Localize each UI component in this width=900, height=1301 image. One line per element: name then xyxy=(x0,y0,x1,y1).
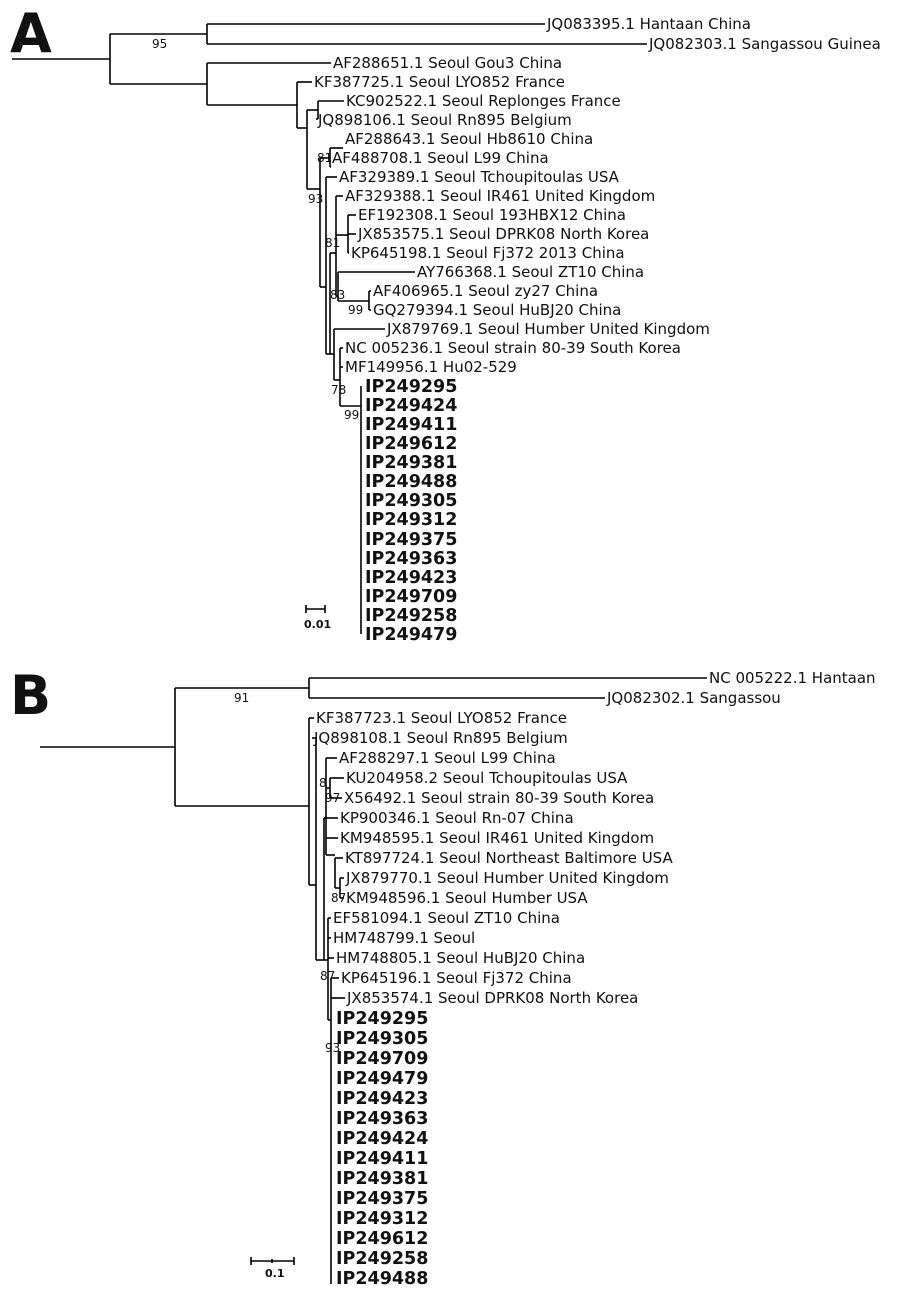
bootstrap-value: 81 xyxy=(325,236,340,250)
bootstrap-value: 87 xyxy=(331,891,346,905)
bootstrap-value: 78 xyxy=(331,383,346,397)
tip-label: JX879769.1 Seoul Humber United Kingdom xyxy=(386,320,710,338)
tip-label: AY766368.1 Seoul ZT10 China xyxy=(417,263,644,281)
study-tip-label: IP249305 xyxy=(365,491,457,511)
tip-label: X56492.1 Seoul strain 80-39 South Korea xyxy=(344,789,654,807)
study-tip-label: IP249375 xyxy=(336,1189,428,1209)
scale-bar-b: 0.1 xyxy=(250,1257,295,1280)
study-tip-label: IP249295 xyxy=(336,1009,428,1029)
study-tip-label: IP249363 xyxy=(365,549,457,569)
tree-a-study-tips: IP249295 IP249424 IP249411 IP249612 IP24… xyxy=(365,377,457,645)
tip-label: JQ898106.1 Seoul Rn895 Belgium xyxy=(317,111,572,129)
study-tip-label: IP249424 xyxy=(365,396,457,416)
tree-b-tips: NC 005222.1 Hantaan JQ082302.1 Sangassou… xyxy=(313,669,876,1007)
tip-label: AF406965.1 Seoul zy27 China xyxy=(373,282,598,300)
study-tip-label: IP249295 xyxy=(365,377,457,397)
tree-b-bootstrap: 91 8 97 87 87 93 xyxy=(234,691,346,1055)
bootstrap-value: 93 xyxy=(308,192,323,206)
panel-b: B xyxy=(10,664,876,1289)
study-tip-label: IP249423 xyxy=(365,568,457,588)
tree-a-bootstrap: 95 81 93 81 83 99 78 99 xyxy=(152,37,363,422)
tip-label: JX853574.1 Seoul DPRK08 North Korea xyxy=(346,989,638,1007)
tip-label: KM948595.1 Seoul IR461 United Kingdom xyxy=(340,829,654,847)
study-tip-label: IP249479 xyxy=(336,1069,428,1089)
bootstrap-value: 83 xyxy=(330,288,345,302)
tip-label: JQ082303.1 Sangassou Guinea xyxy=(648,35,881,53)
study-tip-label: IP249709 xyxy=(365,587,457,607)
tip-label: JQ083395.1 Hantaan China xyxy=(546,15,751,33)
tip-label: GQ279394.1 Seoul HuBJ20 China xyxy=(373,301,621,319)
tree-a-branches xyxy=(12,23,647,634)
tip-label: KU204958.2 Seoul Tchoupitoulas USA xyxy=(346,769,628,787)
study-tip-label: IP249375 xyxy=(365,530,457,550)
study-tip-label: IP249612 xyxy=(336,1229,428,1249)
tree-b-branches xyxy=(40,677,707,1284)
study-tip-label: IP249612 xyxy=(365,434,457,454)
bootstrap-value: 8 xyxy=(319,776,327,790)
tip-label: HM748799.1 Seoul xyxy=(333,929,475,947)
bootstrap-value: 95 xyxy=(152,37,167,51)
study-tip-label: IP249709 xyxy=(336,1049,428,1069)
scale-bar-a: 0.01 xyxy=(304,605,331,631)
tip-label: AF488708.1 Seoul L99 China xyxy=(332,149,549,167)
tree-b-study-tips: IP249295 IP249305 IP249709 IP249479 IP24… xyxy=(336,1009,428,1289)
bootstrap-value: 81 xyxy=(317,151,332,165)
study-tip-label: IP249363 xyxy=(336,1109,428,1129)
tip-label: AF288643.1 Seoul Hb8610 China xyxy=(345,130,593,148)
tip-label: KP900346.1 Seoul Rn-07 China xyxy=(340,809,574,827)
study-tip-label: IP249423 xyxy=(336,1089,428,1109)
tip-label: EF581094.1 Seoul ZT10 China xyxy=(333,909,560,927)
bootstrap-value: 93 xyxy=(325,1041,340,1055)
tip-label: AF288651.1 Seoul Gou3 China xyxy=(333,54,562,72)
study-tip-label: IP249312 xyxy=(365,510,457,530)
tip-label: KF387723.1 Seoul LYO852 France xyxy=(316,709,567,727)
tip-label: KP645196.1 Seoul Fj372 China xyxy=(341,969,572,987)
study-tip-label: IP249381 xyxy=(336,1169,428,1189)
scale-bar-label: 0.01 xyxy=(304,618,331,631)
panel-a: A xyxy=(10,2,881,645)
study-tip-label: IP249424 xyxy=(336,1129,428,1149)
study-tip-label: IP249305 xyxy=(336,1029,428,1049)
tip-label: JQ898108.1 Seoul Rn895 Belgium xyxy=(313,729,568,747)
study-tip-label: IP249488 xyxy=(365,472,457,492)
tip-label: MF149956.1 Hu02-529 xyxy=(345,358,517,376)
tip-label: KM948596.1 Seoul Humber USA xyxy=(346,889,588,907)
tip-label: NC 005236.1 Seoul strain 80-39 South Kor… xyxy=(345,339,681,357)
study-tip-label: IP249479 xyxy=(365,625,457,645)
study-tip-label: IP249381 xyxy=(365,453,457,473)
study-tip-label: IP249258 xyxy=(336,1249,428,1269)
study-tip-label: IP249411 xyxy=(336,1149,428,1169)
bootstrap-value: 87 xyxy=(320,969,335,983)
study-tip-label: IP249258 xyxy=(365,606,457,626)
bootstrap-value: 97 xyxy=(325,791,340,805)
panel-label-a: A xyxy=(10,2,52,65)
tip-label: KC902522.1 Seoul Replonges France xyxy=(346,92,621,110)
bootstrap-value: 99 xyxy=(348,303,363,317)
study-tip-label: IP249312 xyxy=(336,1209,428,1229)
tip-label: AF288297.1 Seoul L99 China xyxy=(339,749,556,767)
tip-label: AF329388.1 Seoul IR461 United Kingdom xyxy=(345,187,655,205)
tip-label: EF192308.1 Seoul 193HBX12 China xyxy=(358,206,626,224)
tip-label: KF387725.1 Seoul LYO852 France xyxy=(314,73,565,91)
tip-label: AF329389.1 Seoul Tchoupitoulas USA xyxy=(339,168,620,186)
tip-label: JQ082302.1 Sangassou xyxy=(606,689,781,707)
tip-label: KP645198.1 Seoul Fj372 2013 China xyxy=(351,244,625,262)
tree-a-tips: JQ083395.1 Hantaan China JQ082303.1 Sang… xyxy=(314,15,881,376)
tip-label: JX879770.1 Seoul Humber United Kingdom xyxy=(345,869,669,887)
tip-label: JX853575.1 Seoul DPRK08 North Korea xyxy=(357,225,649,243)
bootstrap-value: 99 xyxy=(344,408,359,422)
tip-label: HM748805.1 Seoul HuBJ20 China xyxy=(336,949,585,967)
tip-label: KT897724.1 Seoul Northeast Baltimore USA xyxy=(345,849,673,867)
bootstrap-value: 91 xyxy=(234,691,249,705)
study-tip-label: IP249488 xyxy=(336,1269,428,1289)
study-tip-label: IP249411 xyxy=(365,415,457,435)
scale-bar-label: 0.1 xyxy=(265,1267,285,1280)
panel-label-b: B xyxy=(10,664,51,727)
tip-label: NC 005222.1 Hantaan xyxy=(709,669,876,687)
